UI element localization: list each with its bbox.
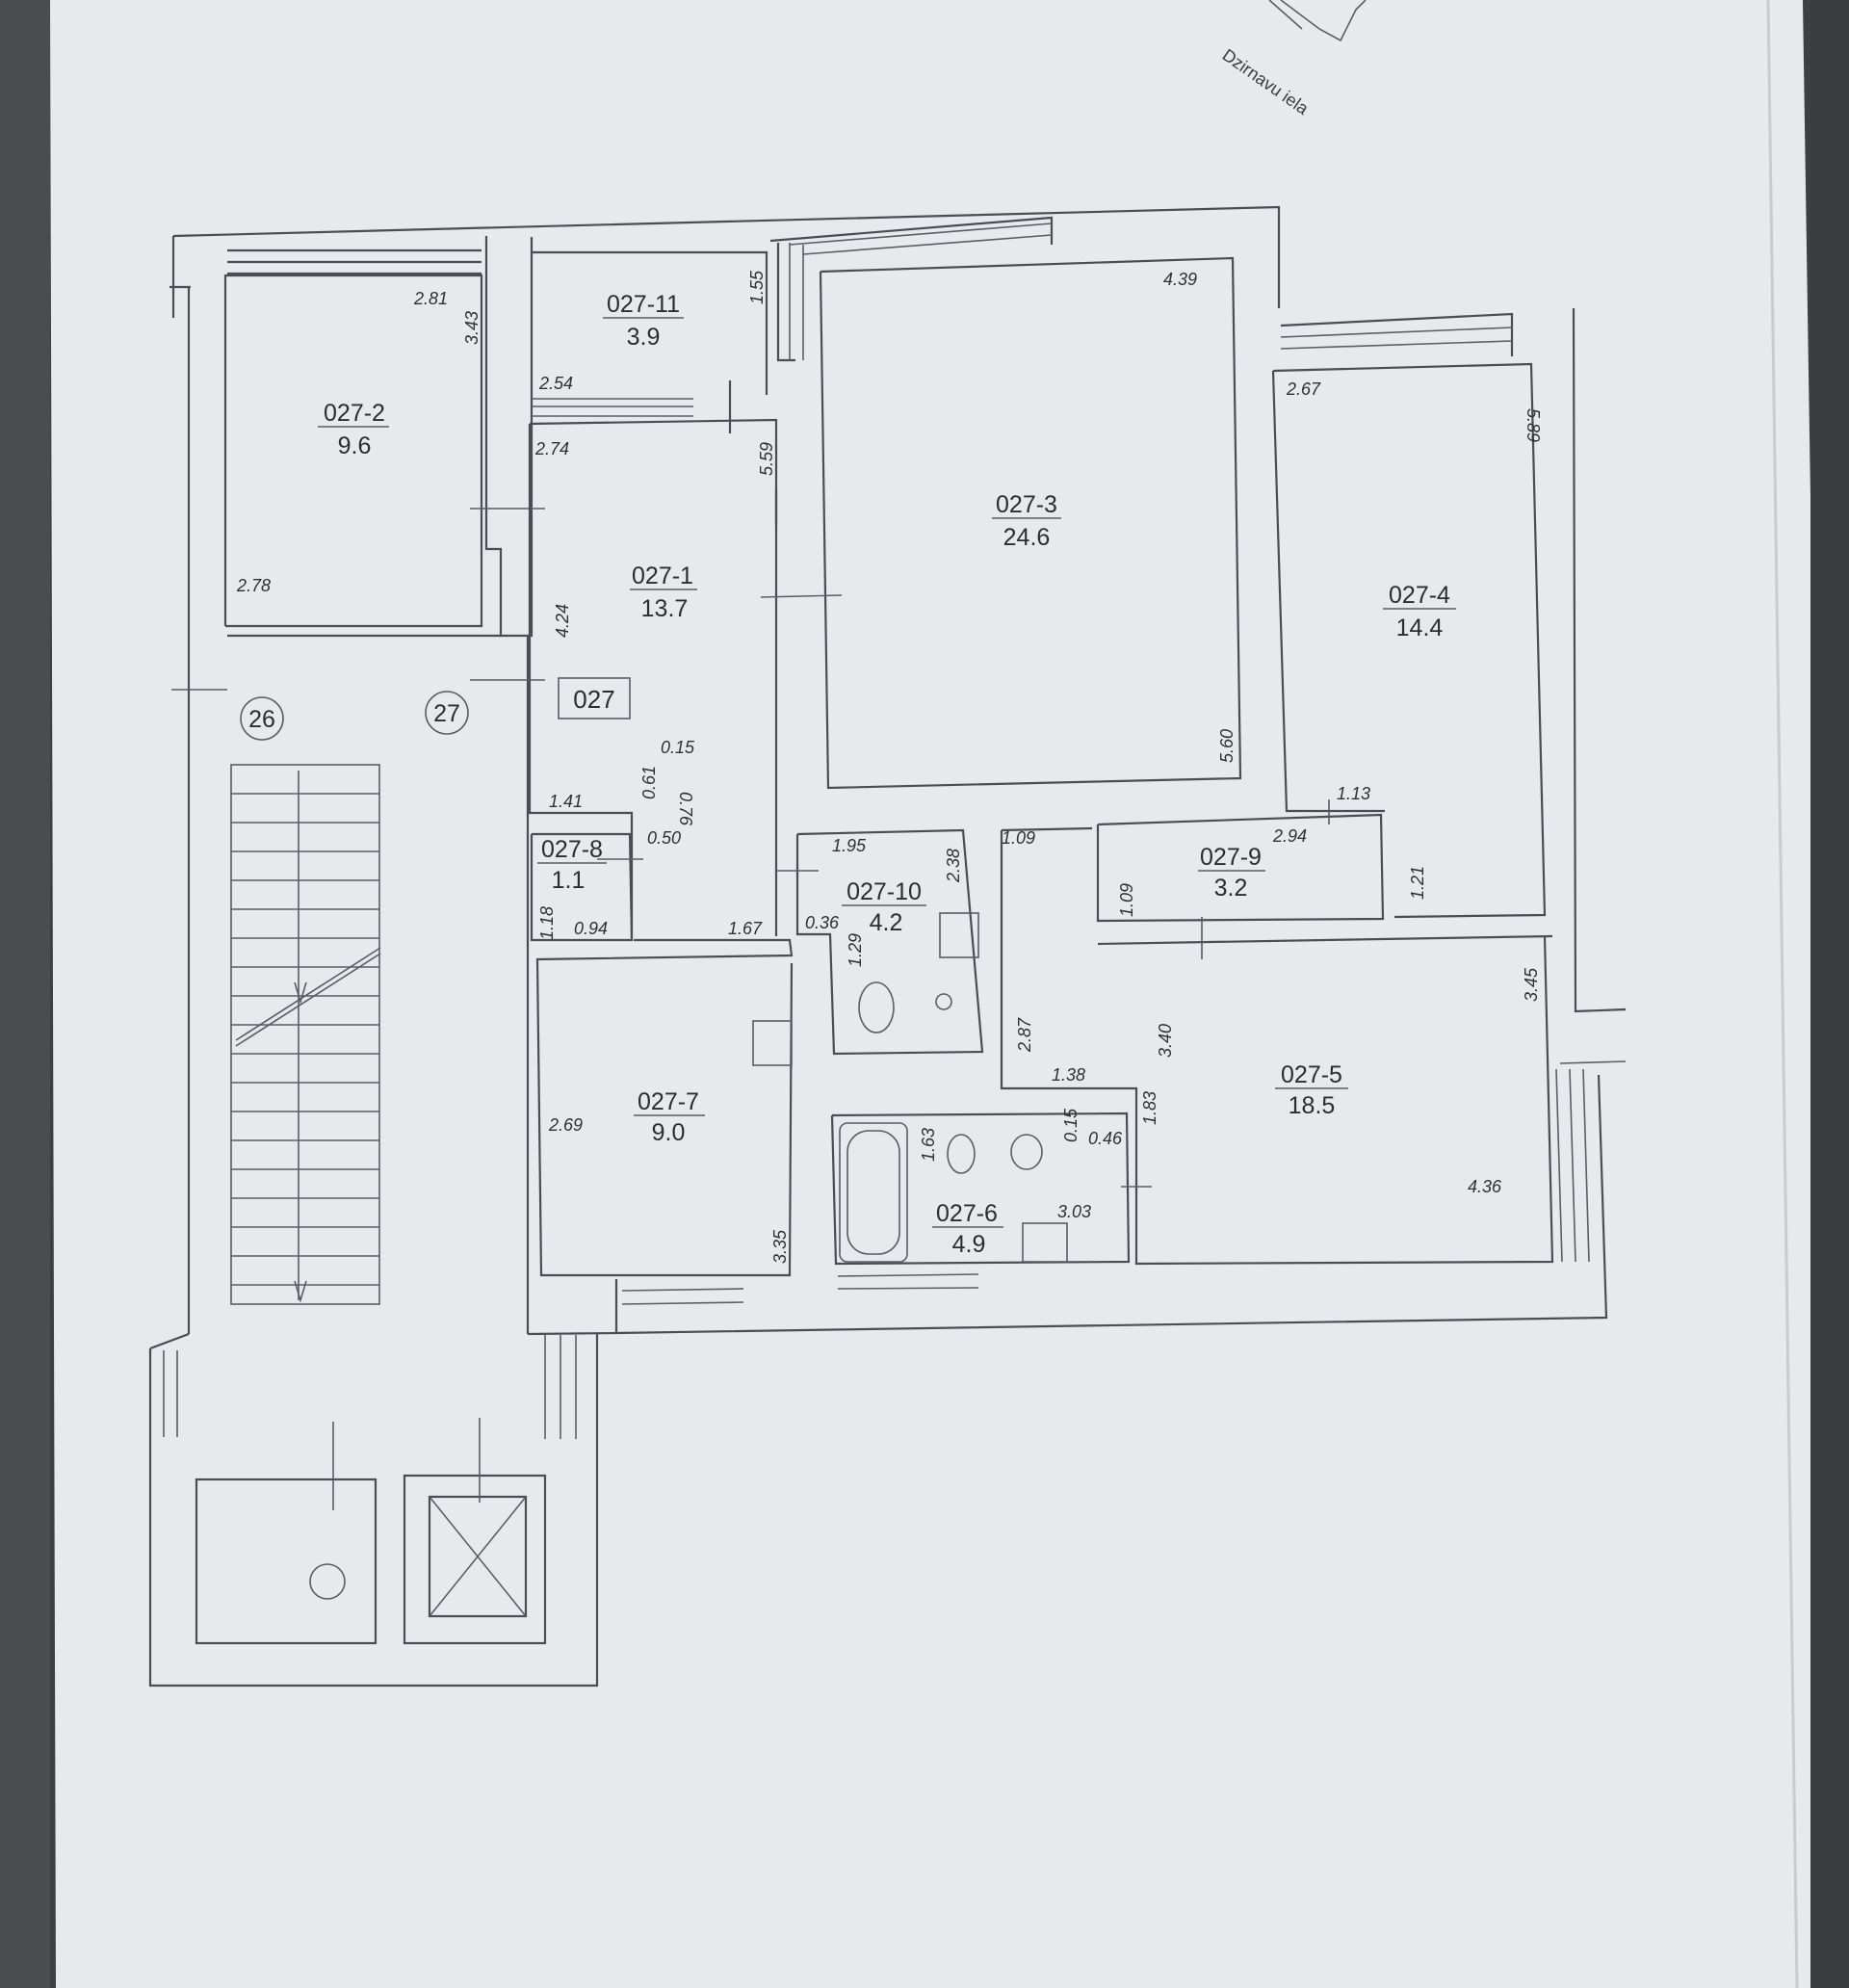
stair-marker: 26	[248, 706, 275, 733]
dimension: 3.35	[770, 1229, 790, 1264]
dimension: 1.41	[549, 792, 583, 811]
room-area: 14.4	[1396, 615, 1444, 641]
apartment-label: 027	[573, 685, 614, 714]
dimension: 1.09	[1117, 883, 1136, 917]
staircase	[230, 764, 381, 1305]
dimension: 4.39	[1163, 270, 1197, 289]
room-id: 027-6	[936, 1200, 998, 1227]
dimension: 0.50	[647, 828, 681, 848]
dimension: 4.24	[553, 604, 572, 638]
stair-marker-circle	[240, 696, 284, 741]
room-id: 027-9	[1200, 844, 1262, 871]
dimension: 2.78	[236, 576, 271, 595]
dimension: 1.83	[1140, 1091, 1159, 1125]
door-marks	[171, 508, 1330, 1188]
room-id: 027-8	[541, 836, 603, 863]
site-outline	[1268, 0, 1367, 42]
room-area: 9.6	[338, 432, 372, 459]
dimension: 3.43	[462, 311, 482, 345]
dimension: 3.03	[1057, 1202, 1091, 1221]
room-id: 027-4	[1389, 582, 1450, 609]
dimension: 0.46	[1088, 1129, 1123, 1148]
dimension: 2.54	[538, 374, 573, 393]
dimension: 1.29	[846, 933, 865, 967]
dimension: 1.13	[1337, 784, 1370, 803]
room-id: 027-2	[324, 400, 385, 427]
room-id: 027-11	[607, 291, 680, 318]
dimension: 3.45	[1522, 967, 1541, 1002]
dimension: 1.18	[537, 906, 557, 940]
room-area: 18.5	[1289, 1092, 1336, 1119]
dimension: 3.40	[1156, 1024, 1175, 1058]
dimension: 1.63	[919, 1128, 938, 1162]
landing-and-lift	[148, 1332, 599, 1687]
dimension: 5.60	[1217, 729, 1237, 763]
room-area: 24.6	[1003, 524, 1051, 551]
dimension: 1.55	[747, 270, 767, 304]
dimension: 2.67	[1286, 379, 1321, 399]
room-area: 9.0	[652, 1119, 686, 1146]
dimension: 1.67	[728, 919, 763, 938]
dimension: 0.15	[661, 738, 695, 757]
dimension: 2.87	[1015, 1017, 1034, 1053]
walls	[169, 205, 1627, 1336]
dimension: 5.89	[1523, 408, 1543, 442]
dimension: 0.61	[639, 766, 659, 799]
room-area: 3.9	[627, 324, 661, 351]
dimension: 1.38	[1052, 1065, 1085, 1085]
stair-marker: 27	[433, 700, 460, 727]
room-id: 027-7	[638, 1088, 699, 1115]
dimension: 2.69	[548, 1115, 583, 1135]
room-labels: 027-11 3.9 027-2 9.6 027-3 24.6 027-1 13…	[318, 291, 1456, 1258]
dimension-labels: 2.81 3.43 2.78 1.55 2.54 4.39 5.60 2.67 …	[236, 270, 1543, 1264]
dimension: 1.21	[1408, 866, 1427, 900]
room-area: 3.2	[1214, 875, 1248, 902]
dimension: 5.59	[757, 442, 776, 476]
room-id: 027-1	[632, 562, 693, 589]
dimension: 0.94	[574, 919, 608, 938]
apartment-tag-box	[558, 677, 631, 719]
dimension: 4.36	[1468, 1177, 1502, 1196]
room-area: 1.1	[552, 867, 586, 894]
dimension: 2.81	[413, 289, 448, 308]
dimension: 0.15	[1061, 1108, 1081, 1142]
sanitary-fixtures	[752, 912, 1068, 1263]
room-area: 4.9	[952, 1231, 986, 1258]
dimension: 0.36	[805, 913, 840, 932]
dimension: 1.95	[832, 836, 867, 855]
room-id: 027-10	[846, 878, 922, 905]
dimension: 2.94	[1272, 826, 1307, 846]
room-id: 027-5	[1281, 1061, 1342, 1088]
room-area: 13.7	[641, 595, 689, 622]
dimension: 2.38	[944, 849, 963, 883]
stair-marker-circle	[425, 691, 469, 735]
dimension: 1.09	[1002, 828, 1035, 848]
room-id: 027-3	[996, 491, 1057, 518]
room-area: 4.2	[870, 909, 903, 936]
dimension: 2.74	[534, 439, 569, 458]
dimension: 0.76	[676, 792, 695, 826]
